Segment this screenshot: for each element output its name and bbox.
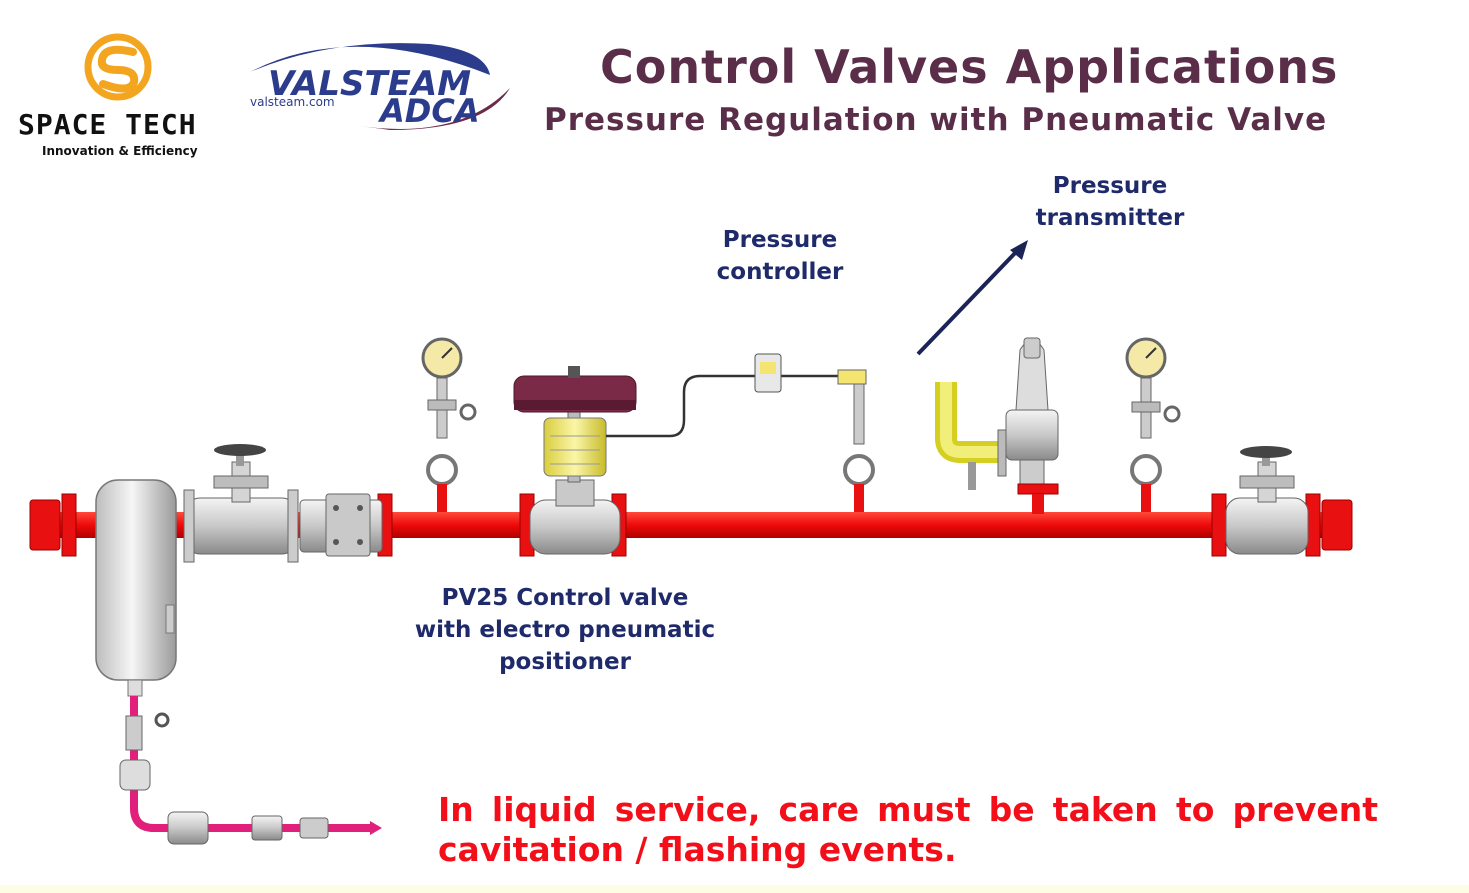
strainer [299, 493, 383, 557]
drain-line [119, 696, 382, 845]
space-tech-brand: SPACE TECH [18, 108, 197, 141]
space-tech-emblem-icon [84, 33, 152, 101]
pressure-transmitter-label: Pressure transmitter [1035, 173, 1185, 231]
page-title: Control Valves Applications [600, 40, 1339, 94]
safety-outlet-pipe [935, 382, 1007, 490]
pressure-gauge-left [421, 337, 477, 512]
space-tech-tagline: Innovation & Efficiency [42, 144, 198, 158]
control-valve-label: PV25 Control valve with electro pneumati… [414, 585, 716, 675]
separator-tank [95, 479, 177, 697]
bottom-strip [0, 885, 1469, 893]
valsteam-logo: VALSTEAM valsteam.com ADCA [250, 43, 510, 130]
pressure-controller-unit [754, 353, 782, 393]
cavitation-warning: In liquid service, care must be taken to… [438, 790, 1378, 869]
positioner-icon [543, 417, 607, 477]
isolation-valve-left [183, 444, 299, 563]
valsteam-word: VALSTEAM [268, 64, 471, 104]
pv25-control-valve [513, 366, 637, 555]
isolation-valve-right [1225, 446, 1309, 555]
pressure-controller-label: Pressure controller [716, 227, 844, 285]
valsteam-url: valsteam.com [250, 95, 335, 109]
pressure-transmitter-unit [837, 369, 875, 512]
pressure-gauge-right [1125, 337, 1181, 512]
signal-line [606, 374, 838, 438]
space-tech-logo [84, 33, 152, 101]
safety-valve [1005, 337, 1059, 514]
actuator-icon [513, 366, 637, 413]
transmitter-pointer-arrow [916, 240, 1028, 356]
adca-word: ADCA [377, 92, 480, 130]
page-subtitle: Pressure Regulation with Pneumatic Valve [544, 102, 1328, 138]
